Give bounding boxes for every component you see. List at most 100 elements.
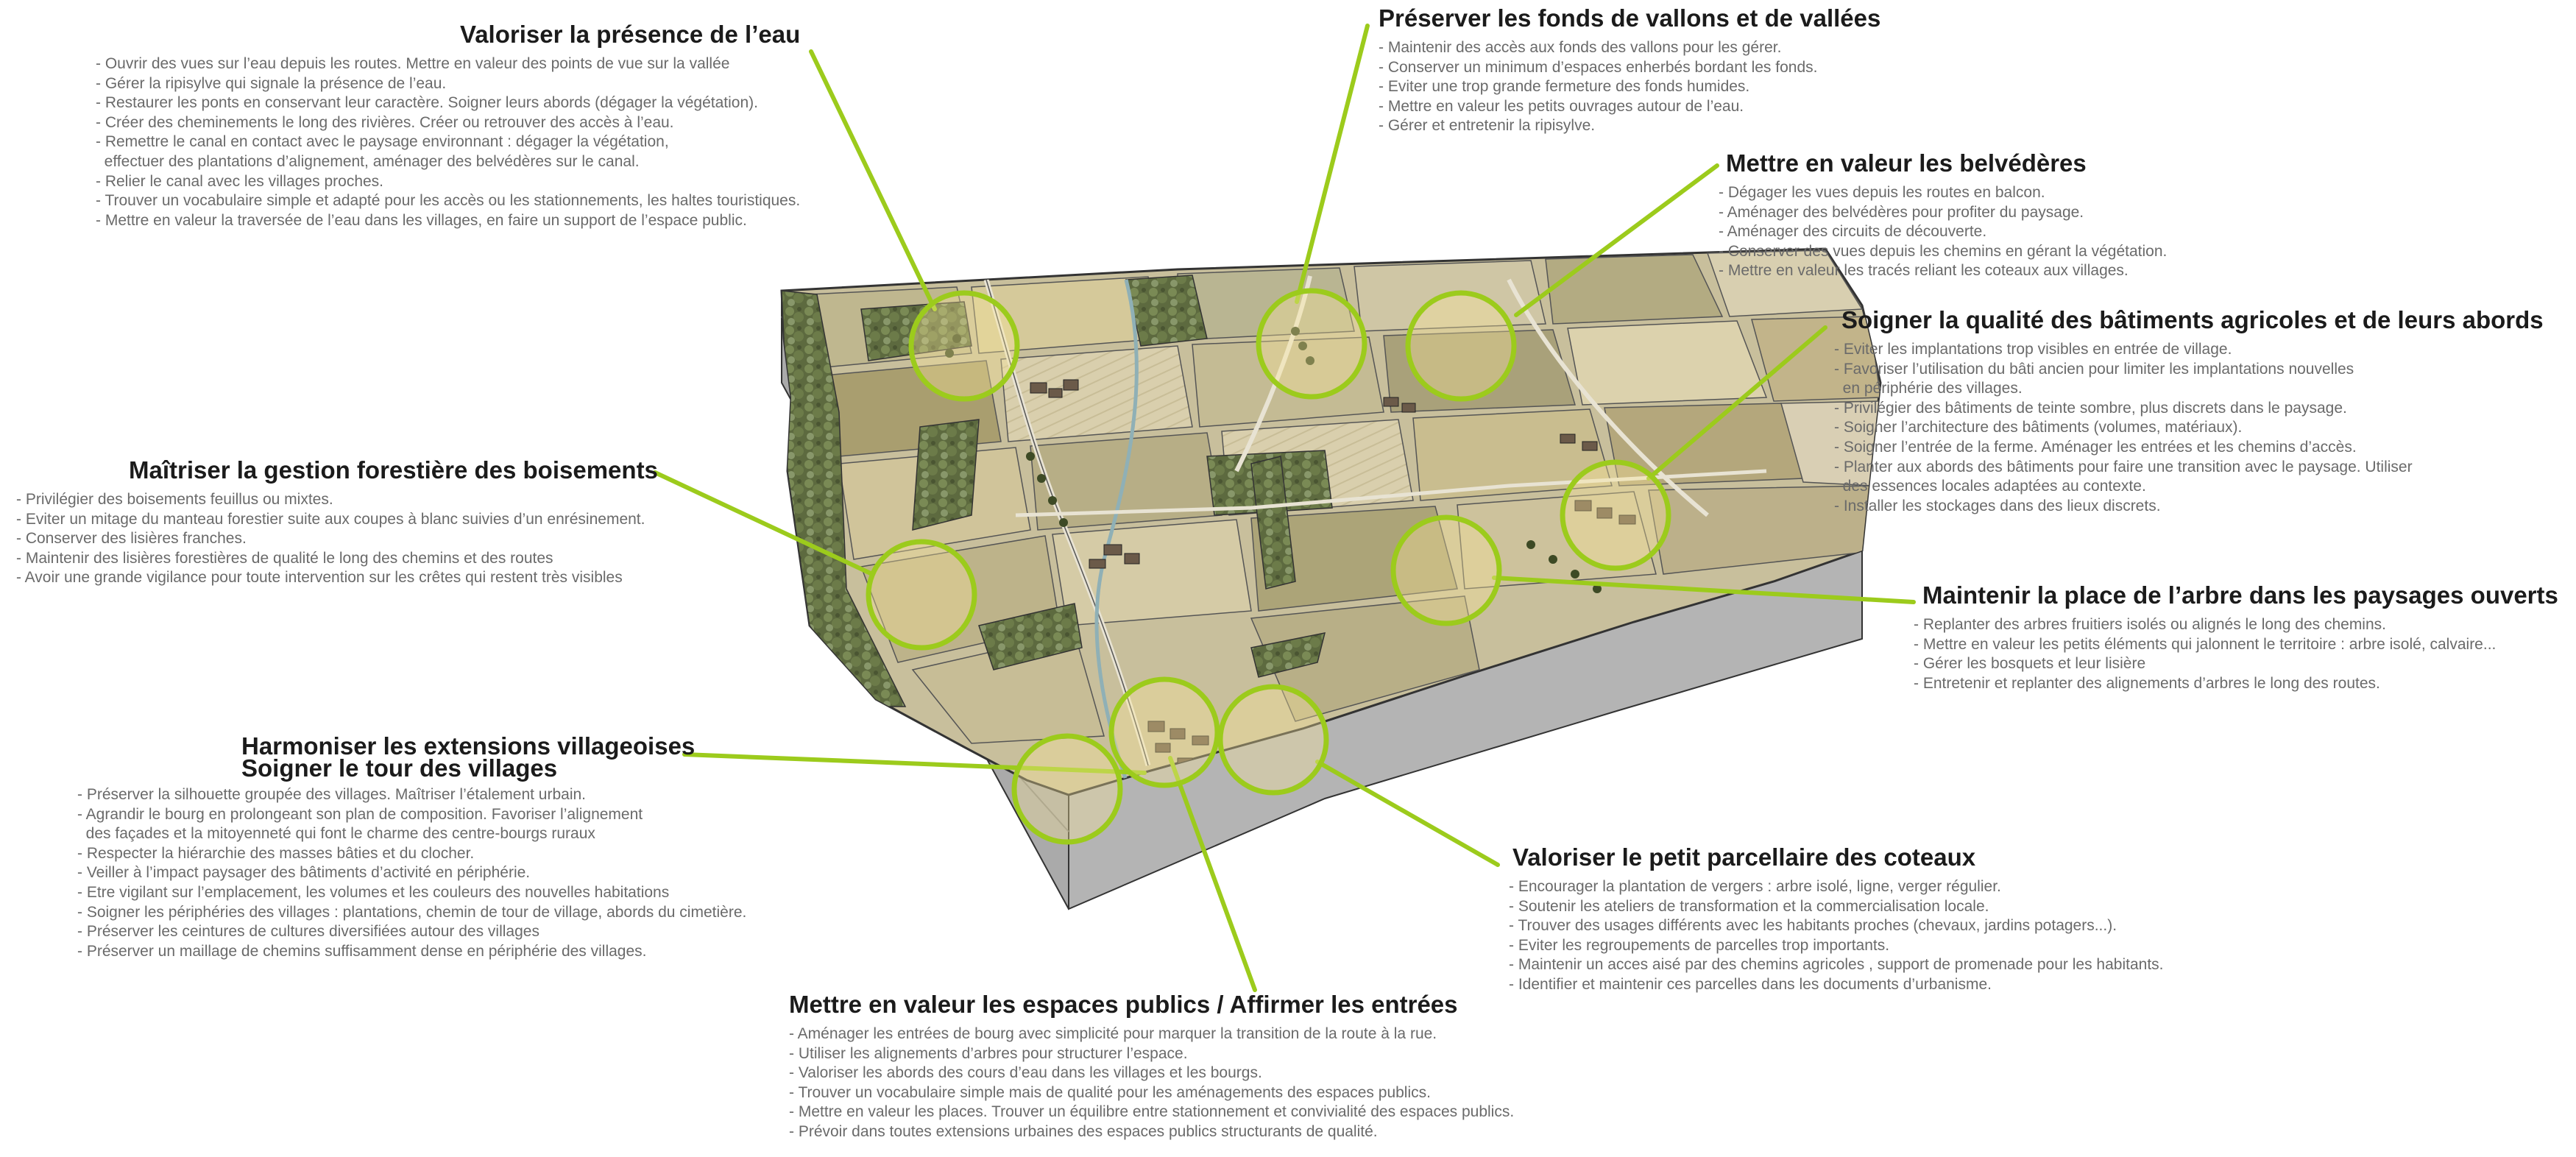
block-eau-list: Ouvrir des vues sur l’eau depuis les rou… [96, 54, 801, 230]
list-item: Dégager les vues depuis les routes en ba… [1719, 183, 2167, 203]
list-item: Soutenir les ateliers de transformation … [1509, 897, 2164, 917]
block-forestiere-list: Privilégier des boisements feuillus ou m… [16, 490, 658, 588]
block-forestiere-title: Maîtriser la gestion forestière des bois… [129, 456, 658, 484]
list-item: Eviter un mitage du manteau forestier su… [16, 510, 658, 530]
list-item: des essences locales adaptées au context… [1842, 478, 2146, 495]
block-belvederes: Mettre en valeur les belvédères Dégager … [1719, 149, 2167, 281]
highlight-circle-belvederes [1405, 290, 1517, 402]
list-item: Respecter la hiérarchie des masses bâtie… [77, 844, 746, 864]
block-eau-title: Valoriser la présence de l’eau [460, 21, 801, 48]
leader-line-vallons [1295, 24, 1370, 304]
list-item: Mettre en valeur les places. Trouver un … [789, 1103, 1514, 1122]
block-arbre-list: Replanter des arbres fruitiers isolés ou… [1914, 615, 2558, 693]
block-forestiere: Maîtriser la gestion forestière des bois… [16, 456, 658, 588]
highlight-circle-parcellaire [1217, 684, 1329, 796]
list-item: Conserver des lisières franches. [16, 529, 658, 549]
leader-line-parcellaire [1315, 760, 1500, 867]
block-extensions: Harmoniser les extensions villageoises S… [77, 732, 747, 962]
list-item: Mettre en valeur les petits ouvrages aut… [1379, 97, 1880, 117]
list-item: Utiliser les alignements d’arbres pour s… [789, 1044, 1514, 1064]
block-belvederes-title: Mettre en valeur les belvédères [1726, 149, 2087, 177]
block-batiments-title: Soigner la qualité des bâtiments agricol… [1841, 306, 2544, 333]
list-item: Maintenir des lisières forestières de qu… [16, 549, 658, 569]
list-item: Relier le canal avec les villages proche… [96, 172, 800, 192]
list-item: Aménager des circuits de découverte. [1719, 222, 2167, 242]
highlight-circle-batiments [1560, 459, 1671, 571]
list-item: Préserver la silhouette groupée des vill… [77, 785, 746, 805]
list-item: Préserver un maillage de chemins suffisa… [77, 942, 746, 962]
block-publics-title: Mettre en valeur les espaces publics / A… [789, 991, 1458, 1018]
block-parcellaire-list: Encourager la plantation de vergers : ar… [1509, 877, 2164, 995]
leader-line-arbre [1492, 576, 1916, 604]
list-item: Eviter les implantations trop visibles e… [1834, 340, 2544, 360]
list-item: Veiller à l’impact paysager des bâtiment… [77, 863, 746, 883]
list-item: en périphérie des villages. [1842, 380, 2023, 397]
list-item: Soigner l’entrée de la ferme. Aménager l… [1834, 438, 2544, 458]
list-item: Prévoir dans toutes extensions urbaines … [789, 1122, 1514, 1142]
list-item: Etre vigilant sur l’emplacement, les vol… [77, 883, 746, 903]
list-item: Mettre en valeur les petits éléments qui… [1914, 635, 2558, 655]
list-item: Soigner l’architecture des bâtiments (vo… [1834, 418, 2544, 438]
leader-line-belvederes [1514, 163, 1719, 317]
list-item: Aménager des belvédères pour profiter du… [1719, 203, 2167, 223]
list-item: Agrandir le bourg en prolongeant son pla… [77, 805, 746, 825]
list-item: Préserver les ceintures de cultures dive… [77, 922, 746, 942]
list-item: Restaurer les ponts en conservant leur c… [96, 93, 800, 113]
highlight-circle-arbre [1390, 514, 1502, 626]
block-publics-list: Aménager les entrées de bourg avec simpl… [789, 1025, 1515, 1142]
leader-line-forestiere [653, 470, 874, 576]
block-extensions-title-line2: Soigner le tour des villages [241, 754, 558, 782]
list-item: Privilégier des boisements feuillus ou m… [16, 490, 658, 510]
block-publics: Mettre en valeur les espaces publics / A… [789, 991, 1514, 1142]
list-item: Valoriser les abords des cours d’eau dan… [789, 1064, 1514, 1083]
highlight-circle-vallons [1256, 288, 1367, 400]
block-arbre-title: Maintenir la place de l’arbre dans les p… [1922, 581, 2558, 609]
list-item: Soigner les périphéries des villages : p… [77, 903, 747, 923]
list-item: Gérer la ripisylve qui signale la présen… [96, 74, 800, 94]
leader-lines [653, 24, 1916, 992]
terrain-block-top [780, 247, 1882, 796]
highlight-circles [866, 288, 1671, 845]
leader-line-eau [809, 49, 937, 311]
block-arbre: Maintenir la place de l’arbre dans les p… [1914, 581, 2558, 693]
highlight-circle-publics [1108, 676, 1220, 788]
list-item: effectuer des plantations d’alignement, … [104, 152, 640, 170]
list-item: Replanter des arbres fruitiers isolés ou… [1914, 615, 2558, 635]
list-item: Eviter une trop grande fermeture des fon… [1379, 77, 1880, 97]
block-vallons-title: Préserver les fonds de vallons et de val… [1379, 4, 1881, 32]
list-item: Encourager la plantation de vergers : ar… [1509, 877, 2164, 897]
block-batiments: Soigner la qualité des bâtiments agricol… [1834, 306, 2544, 516]
leader-line-extensions [682, 752, 1147, 775]
list-item: Trouver un vocabulaire simple mais de qu… [789, 1083, 1514, 1103]
list-item: des façades et la mitoyenneté qui font l… [85, 825, 595, 843]
block-vallons-list: Maintenir des accès aux fonds des vallon… [1379, 38, 1880, 136]
list-item: Eviter les regroupements de parcelles tr… [1509, 936, 2164, 956]
leader-line-publics [1168, 756, 1257, 992]
list-item: Installer les stockages dans des lieux d… [1834, 497, 2544, 517]
list-item: Privilégier des bâtiments de teinte somb… [1834, 399, 2544, 419]
block-eau: Valoriser la présence de l’eau Ouvrir de… [96, 21, 801, 230]
list-item: Conserver un minimum d’espaces enherbés … [1379, 58, 1880, 78]
list-item: Maintenir des accès aux fonds des vallon… [1379, 38, 1880, 58]
block-extensions-list: Préserver la silhouette groupée des vill… [77, 785, 747, 962]
list-item: Entretenir et replanter des alignements … [1914, 674, 2558, 694]
highlight-circle-eau [908, 290, 1020, 402]
block-belvederes-list: Dégager les vues depuis les routes en ba… [1719, 183, 2168, 281]
list-item: Avoir une grande vigilance pour toute in… [16, 568, 658, 588]
block-vallons: Préserver les fonds de vallons et de val… [1379, 4, 1880, 136]
block-parcellaire-title: Valoriser le petit parcellaire des cotea… [1512, 843, 1976, 871]
list-item: Planter aux abords des bâtiments pour fa… [1834, 458, 2544, 478]
block-extensions-title-line1: Harmoniser les extensions villageoises [241, 732, 696, 760]
block-parcellaire: Valoriser le petit parcellaire des cotea… [1509, 843, 2164, 995]
list-item: Trouver des usages différents avec les h… [1509, 916, 2164, 936]
list-item: Identifier et maintenir ces parcelles da… [1509, 975, 2164, 995]
list-item: Gérer et entretenir la ripisylve. [1379, 116, 1880, 136]
list-item: Gérer les bosquets et leur lisière [1914, 654, 2558, 674]
list-item: Remettre le canal en contact avec le pay… [96, 132, 800, 152]
list-item: Mettre en valeur les tracés reliant les … [1719, 261, 2167, 281]
list-item: Ouvrir des vues sur l’eau depuis les rou… [96, 54, 800, 74]
block-extensions-title: Harmoniser les extensions villageoises S… [241, 732, 746, 782]
highlight-circle-extensions [1011, 733, 1123, 845]
list-item: Aménager les entrées de bourg avec simpl… [789, 1025, 1514, 1044]
